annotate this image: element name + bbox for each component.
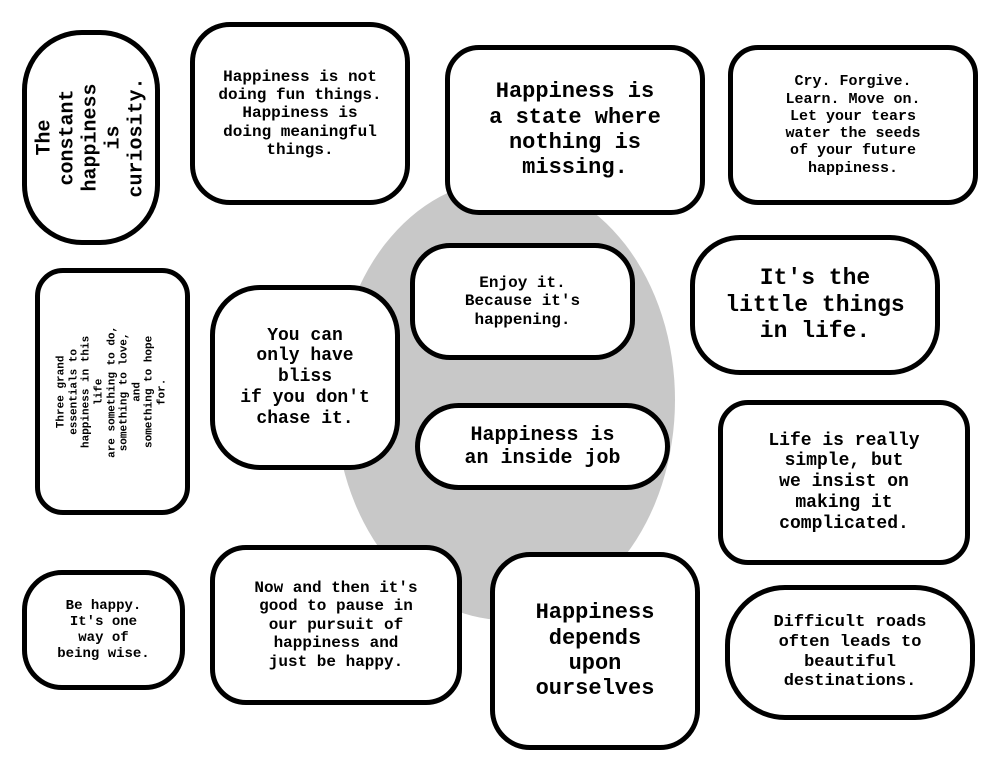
quote-text: Life is really simple, but we insist on … [768,430,920,534]
quote-label-difficult-roads: Difficult roads often leads to beautiful… [725,585,975,720]
quote-text: Happiness is a state where nothing is mi… [489,79,661,181]
quote-label-bliss: You can only have bliss if you don't cha… [210,285,400,470]
quote-label-three-essentials: Three grand essentials to happiness in t… [35,268,190,515]
quote-text: Three grand essentials to happiness in t… [55,325,169,458]
quote-text: Be happy. It's one way of being wise. [57,597,150,663]
quote-text: Happiness depends upon ourselves [535,600,655,702]
quote-text: It's the little things in life. [725,265,905,345]
quote-text: Now and then it's good to pause in our p… [254,579,418,671]
quote-text: Enjoy it. Because it's happening. [464,273,581,329]
quote-label-nothing-missing: Happiness is a state where nothing is mi… [445,45,705,215]
quote-text: Cry. Forgive. Learn. Move on. Let your t… [785,73,921,177]
quote-text: Difficult roads often leads to beautiful… [773,613,927,692]
quote-label-meaningful: Happiness is not doing fun things. Happi… [190,22,410,205]
quote-label-enjoy-it: Enjoy it. Because it's happening. [410,243,635,360]
quote-label-little-things: It's the little things in life. [690,235,940,375]
quote-label-be-happy: Be happy. It's one way of being wise. [22,570,185,690]
quote-text: Happiness is not doing fun things. Happi… [218,67,382,160]
quote-label-curiosity: The constant happiness is curiosity. [22,30,160,245]
quote-label-ourselves: Happiness depends upon ourselves [490,552,700,750]
quote-label-cry-forgive: Cry. Forgive. Learn. Move on. Let your t… [728,45,978,205]
quote-text: Happiness is an inside job [464,423,621,470]
quote-label-inside-job: Happiness is an inside job [415,403,670,490]
quote-text: You can only have bliss if you don't cha… [240,325,370,429]
quote-text: The constant happiness is curiosity. [33,77,149,198]
quote-label-pause: Now and then it's good to pause in our p… [210,545,462,705]
quote-label-life-simple: Life is really simple, but we insist on … [718,400,970,565]
